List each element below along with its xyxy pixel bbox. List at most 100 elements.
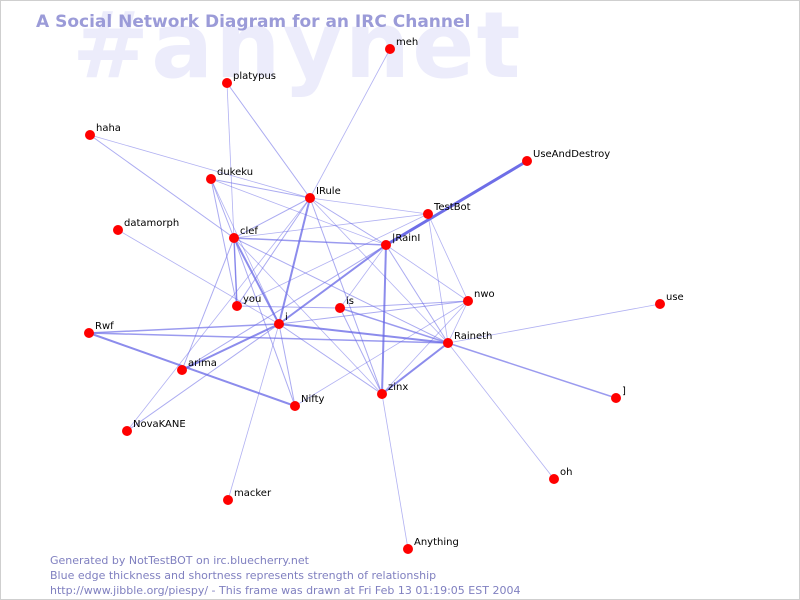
node-label: arima: [188, 358, 217, 369]
edge-haha-IRule: [89, 134, 311, 199]
node-meh: meh: [385, 37, 418, 54]
edge-dukeku-clef: [210, 178, 235, 239]
edge-IRule-IRainI: [309, 197, 387, 246]
node-label: ]: [622, 386, 626, 397]
node-label: NovaKANE: [133, 419, 186, 430]
node-dot: [177, 365, 187, 375]
node-dot: [611, 393, 621, 403]
edge-Rwf-Raineth: [88, 332, 449, 344]
diagram-title: A Social Network Diagram for an IRC Chan…: [36, 12, 471, 32]
edge-IRule-meh: [309, 48, 391, 199]
node-NovaKANE: NovaKANE: [122, 419, 186, 436]
node-dot: [122, 426, 132, 436]
node-dot: [443, 338, 453, 348]
node-label: Raineth: [454, 331, 492, 342]
edge-zinx-Anything: [381, 393, 409, 550]
edge-IRule-Raineth: [309, 197, 449, 344]
node-Raineth: Raineth: [443, 331, 492, 348]
node-use: use: [655, 292, 684, 309]
edge-UseAndDestroy-IRainI: [385, 159, 528, 247]
edge-Raineth-IRainI: [385, 244, 449, 344]
edge-Raineth-zinx: [381, 342, 449, 395]
footer-source-timestamp: http://www.jibble.org/piespy/ - This fra…: [50, 584, 521, 597]
node-label: clef: [240, 226, 258, 237]
node-i: i: [274, 312, 288, 329]
edge-is-IRainI: [339, 244, 387, 309]
edge-i-clef: [233, 237, 280, 325]
node-label: use: [666, 292, 684, 303]
edge-dukeku-i: [210, 178, 280, 325]
edge-i-Rwf: [88, 323, 280, 334]
edge-zinx-nwo: [381, 300, 469, 395]
edge-clef-IRainI: [233, 237, 387, 246]
edge-IRainI-nwo: [385, 244, 469, 302]
node-dot: [305, 193, 315, 203]
node-clef: clef: [229, 226, 258, 243]
node-dot: [549, 474, 559, 484]
edge-IRule-you: [236, 197, 311, 307]
node-dot: [655, 299, 665, 309]
node-dot: [229, 233, 239, 243]
node-label: you: [243, 294, 261, 305]
node-label: is: [346, 296, 354, 307]
node-label: Anything: [414, 537, 459, 548]
node-Nifty: Nifty: [290, 394, 325, 411]
node-Rwf: Rwf: [84, 321, 114, 338]
node-dot: [290, 401, 300, 411]
edge-i-macker: [227, 323, 280, 501]
node-nwo: nwo: [463, 289, 495, 306]
edge-Raineth-oh: [447, 342, 555, 480]
channel-watermark: #anynet: [72, 0, 523, 99]
edge-you-TestBot: [236, 213, 429, 307]
node-is: is: [335, 296, 354, 313]
node-zinx: zinx: [377, 382, 408, 399]
edge-i-zinx: [278, 323, 383, 395]
node-dot: [335, 303, 345, 313]
edge-datamorph-i: [117, 229, 280, 325]
node-dot: [403, 544, 413, 554]
edge-IRule-TestBot: [309, 197, 429, 215]
edge-TestBot-nwo: [427, 213, 469, 302]
node-dot: [522, 156, 532, 166]
node-label: meh: [396, 37, 418, 48]
edge-IRule-NovaKANE: [126, 197, 311, 432]
node-dot: [223, 495, 233, 505]
edge-clef-arima: [181, 237, 235, 371]
node-label: macker: [234, 488, 272, 499]
edge-is-nwo: [339, 300, 469, 309]
edge-Raineth-TestBot: [427, 213, 449, 344]
edge-clef-IRule: [233, 197, 311, 239]
node-label: dukeku: [217, 167, 253, 178]
edge-dukeku-you: [210, 178, 238, 307]
node-layer: mehplatypushahaUseAndDestroydukekuIRuleT…: [84, 37, 684, 554]
node-dot: [385, 44, 395, 54]
node-label: nwo: [474, 289, 495, 300]
edge-Nifty-nwo: [294, 300, 469, 407]
node-IRainI: |RainI: [381, 233, 420, 250]
edge-i-Nifty: [278, 323, 296, 407]
node-dot: [85, 130, 95, 140]
node-you: you: [232, 294, 261, 311]
edge-layer: [88, 48, 661, 550]
node-label: IRule: [316, 186, 341, 197]
edge-clef-TestBot: [233, 213, 429, 239]
node-label: Rwf: [95, 321, 114, 332]
node-dot: [423, 209, 433, 219]
node-platypus: platypus: [222, 71, 276, 88]
node-label: i: [285, 312, 288, 323]
edge-Raineth-is: [339, 307, 449, 344]
node-Anything: Anything: [403, 537, 459, 554]
node-datamorph: datamorph: [113, 218, 179, 235]
edge-Raineth-bracket: [447, 342, 617, 399]
node-dot: [377, 389, 387, 399]
edge-clef-Nifty: [233, 237, 296, 407]
footer: Generated by NotTestBOT on irc.bluecherr…: [50, 553, 520, 598]
node-dot: [274, 319, 284, 329]
node-dot: [381, 240, 391, 250]
node-arima: arima: [177, 358, 217, 375]
edge-Raineth-nwo: [447, 300, 469, 344]
edge-IRainI-zinx: [381, 244, 387, 395]
edge-IRule-platypus: [226, 82, 311, 199]
node-TestBot: TestBot: [423, 202, 471, 219]
